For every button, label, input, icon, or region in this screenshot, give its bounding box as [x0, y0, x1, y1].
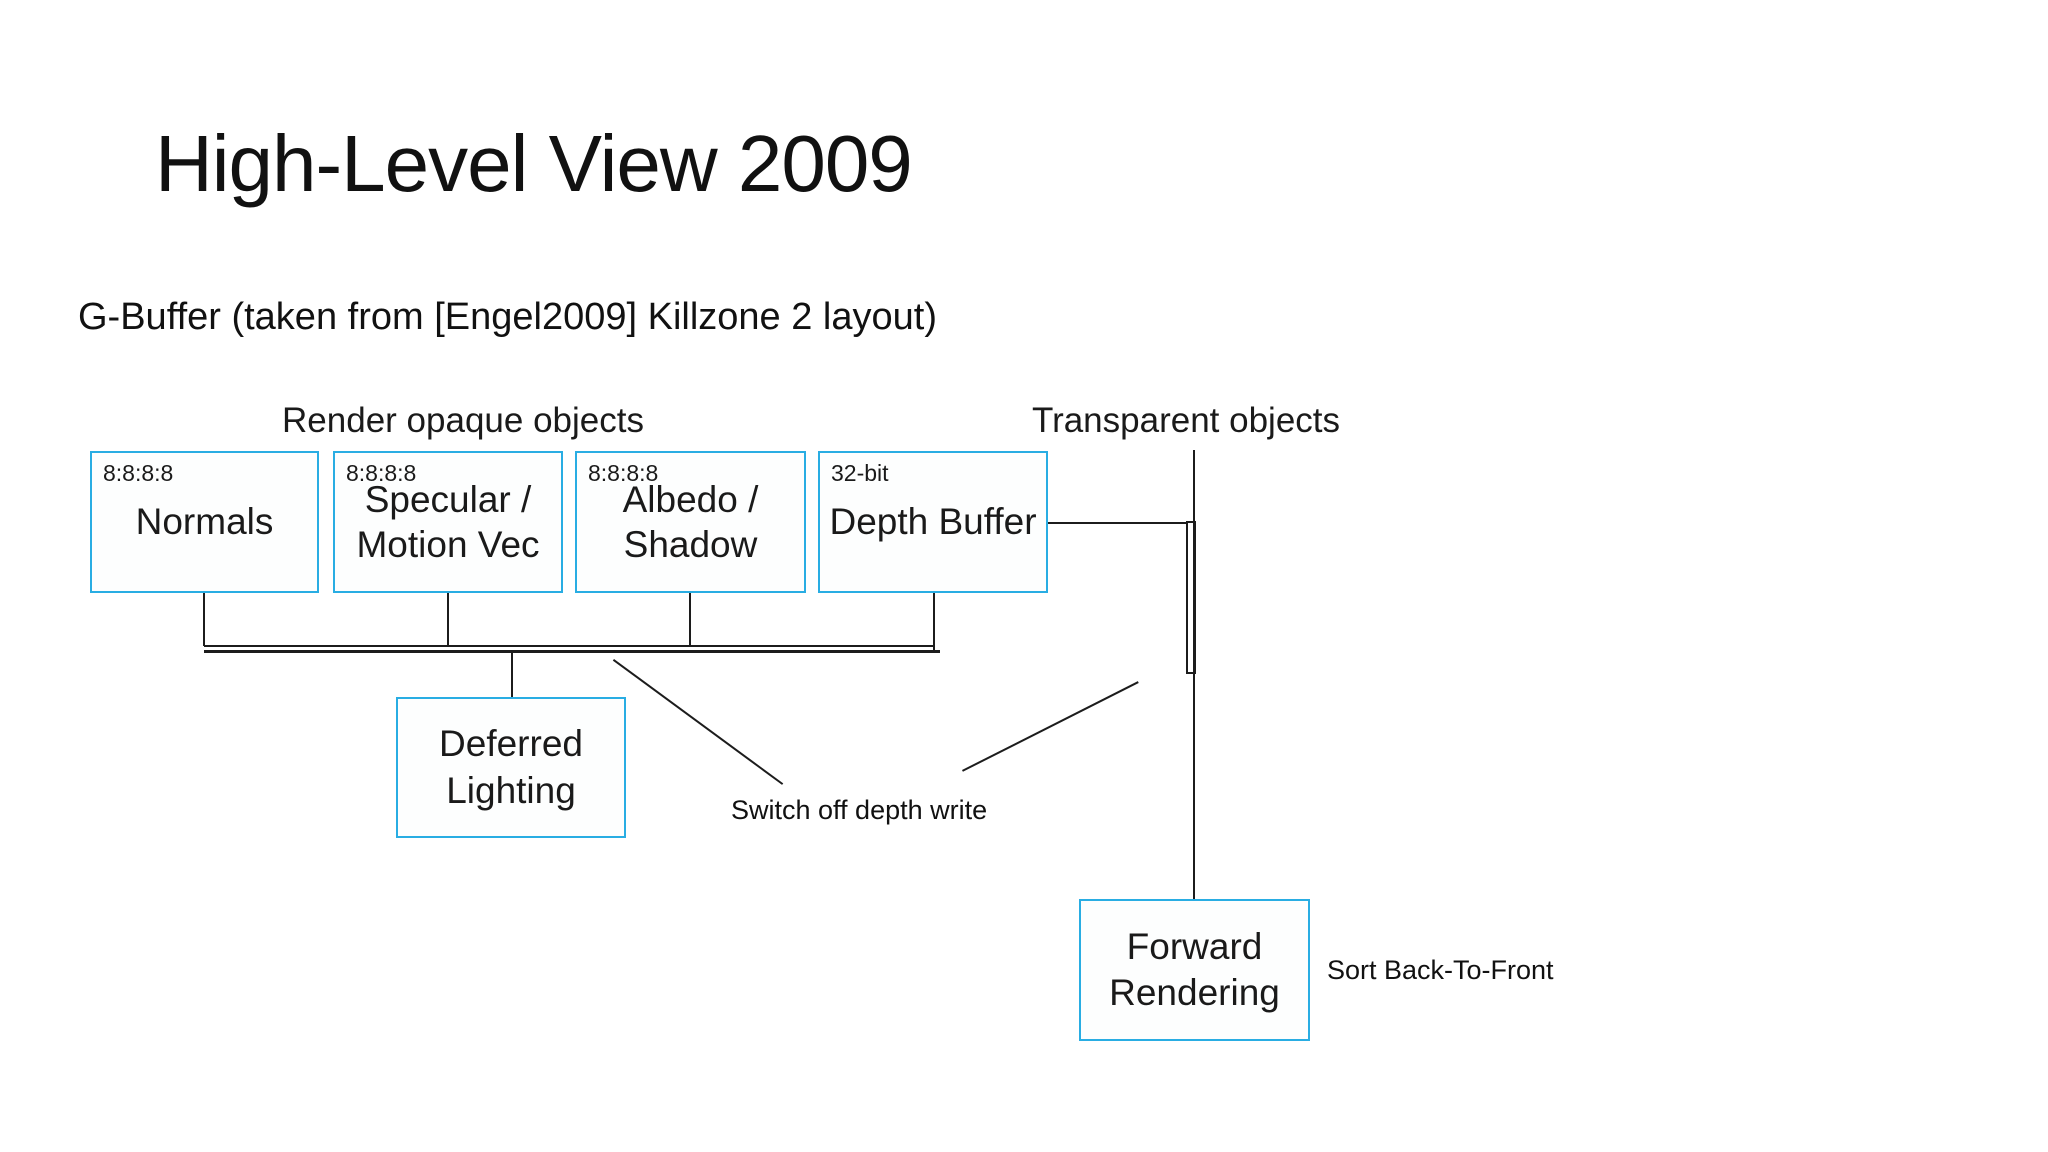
stub-specular-line [447, 593, 449, 646]
box-label-specular-line1: Specular / [364, 478, 532, 520]
section-label-transparent: Transparent objects [1031, 401, 1341, 440]
stub-depth-line [933, 593, 935, 653]
format-label-specular: 8:8:8:8 [346, 460, 417, 486]
box-label-albedo-line1: Albedo / [622, 478, 759, 520]
forward-rendering-box: Forward Rendering [1079, 899, 1310, 1041]
forward-label-line2: Rendering [1109, 972, 1280, 1013]
switch-leader-left-line [612, 659, 784, 785]
slide-subtitle: G-Buffer (taken from [Engel2009] Killzon… [78, 296, 937, 338]
depth-connector-line [1048, 522, 1188, 524]
annotation-sort-back-to-front: Sort Back-To-Front [1327, 955, 1554, 985]
format-label-depth: 32-bit [831, 460, 889, 486]
gbuffer-box-albedo-shadow: 8:8:8:8 Albedo / Shadow [575, 451, 806, 593]
deferred-lighting-box: Deferred Lighting [396, 697, 626, 838]
depth-connector-rect [1186, 521, 1196, 674]
box-label-depth: Depth Buffer [829, 501, 1037, 543]
gbuffer-box-specular-motion: 8:8:8:8 Specular / Motion Vec [333, 451, 563, 593]
deferred-label-line2: Lighting [446, 769, 576, 811]
deferred-drop-line [511, 652, 513, 698]
gbuffer-box-normals: 8:8:8:8 Normals [90, 451, 319, 593]
page-title: High-Level View 2009 [155, 119, 913, 208]
bus-line-top [204, 645, 935, 647]
box-label-normals: Normals [135, 501, 274, 543]
forward-label-line1: Forward [1126, 925, 1263, 967]
stub-albedo-line [689, 593, 691, 646]
section-label-render-opaque: Render opaque objects [282, 401, 644, 440]
bus-line-bottom [204, 650, 940, 653]
format-label-albedo: 8:8:8:8 [588, 460, 659, 486]
deferred-label-line1: Deferred [439, 723, 583, 765]
transparent-flow-line [1193, 450, 1195, 901]
box-label-albedo-line2: Shadow [623, 524, 758, 565]
box-label-specular-line2: Motion Vec [356, 524, 540, 565]
gbuffer-box-depth-buffer: 32-bit Depth Buffer [818, 451, 1048, 593]
switch-leader-right-line [962, 681, 1139, 772]
format-label-normals: 8:8:8:8 [103, 460, 174, 486]
stub-normals-line [203, 593, 205, 646]
annotation-switch-off-depth-write: Switch off depth write [731, 795, 988, 825]
